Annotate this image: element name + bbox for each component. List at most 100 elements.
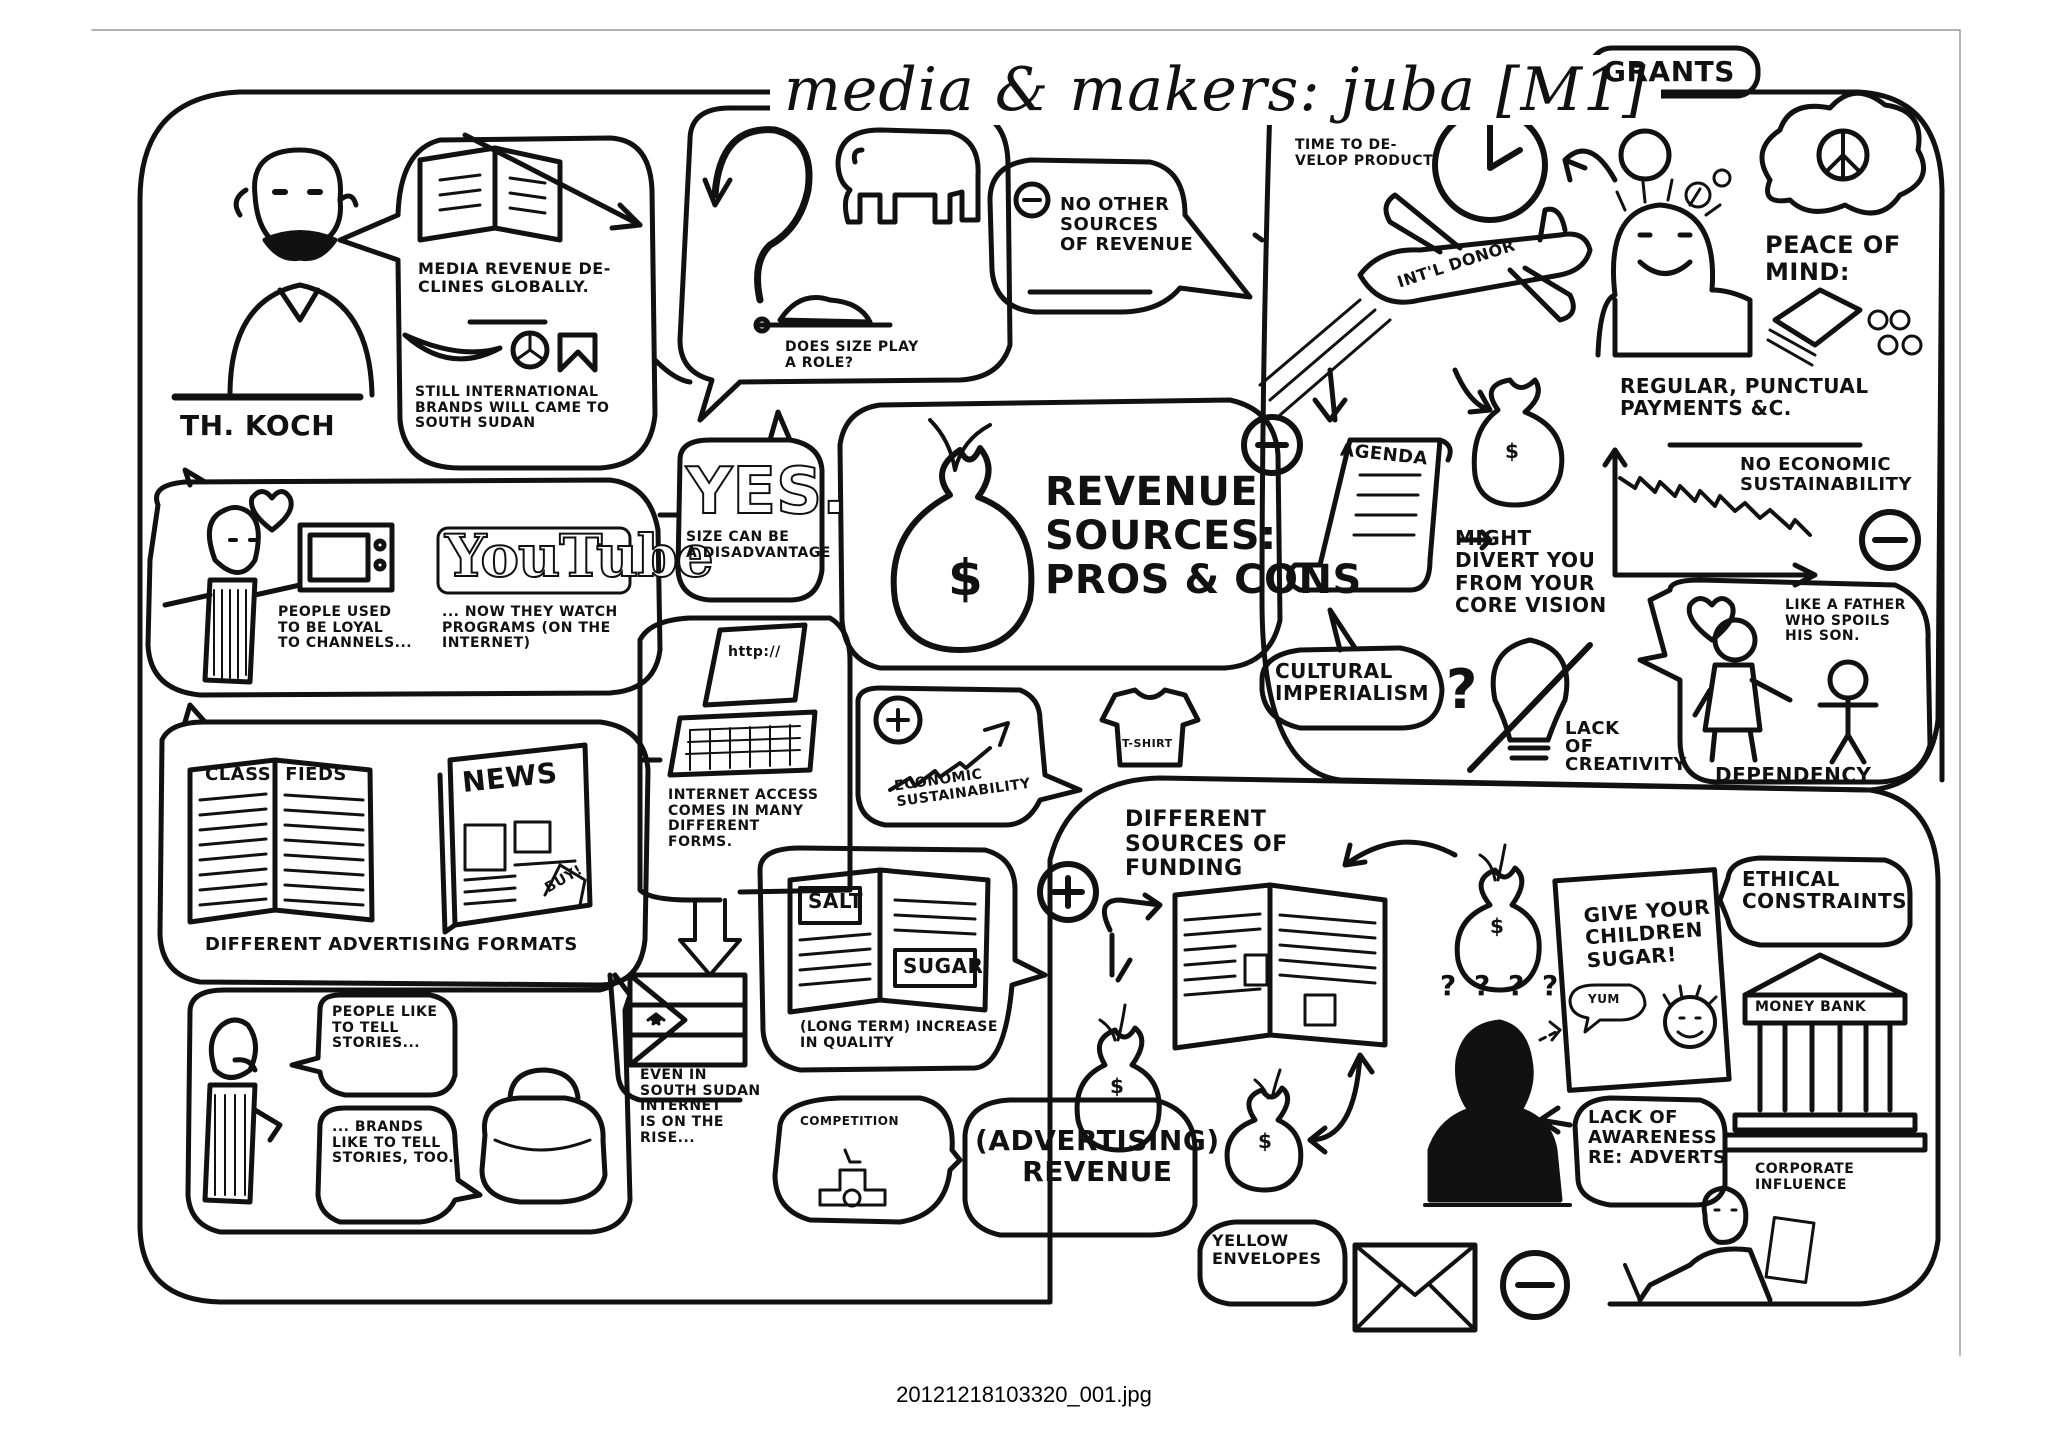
mouse-icon	[777, 295, 873, 325]
advertising-region	[1047, 775, 1941, 1307]
dependency-text: DEPENDENCY	[1715, 763, 1872, 787]
brand-swoosh-icon	[402, 332, 503, 362]
loyal-channels-text: PEOPLE USED TO BE LOYAL TO CHANNELS...	[278, 604, 413, 652]
money-bag-dollar: $	[1258, 1129, 1273, 1153]
silhouette-icon	[1427, 1019, 1563, 1203]
minus-badge-grants	[1241, 414, 1303, 476]
speaker-name: TH. KOCH	[180, 409, 336, 442]
money-bag-dollar: $	[1110, 1074, 1125, 1098]
money-bag-icon	[1074, 1003, 1162, 1153]
yum-text: YUM	[1588, 992, 1620, 1006]
tv-icon	[297, 522, 395, 593]
size-disadvantage-text: SIZE CAN BE A DISADVANTAGE	[686, 529, 831, 561]
declining-chart	[1612, 447, 1813, 578]
classifieds-paper-icon	[187, 757, 375, 925]
south-sudan-flag-icon	[627, 972, 748, 1068]
yellow-envelopes-text: YELLOW ENVELOPES	[1212, 1231, 1322, 1268]
agenda-scroll-icon	[1286, 437, 1443, 593]
like-father-text: LIKE A FATHER WHO SPOILS HIS SON.	[1785, 597, 1906, 645]
brand-flag-icon	[557, 332, 598, 373]
bubble-loyal	[145, 477, 663, 698]
writer-figure	[1623, 1185, 1816, 1303]
laptop-icon	[667, 622, 818, 778]
lack-awareness-text: LACK OF AWARENESS RE: ADVERTS	[1588, 1107, 1727, 1169]
question-marks: ? ? ? ?	[1440, 969, 1563, 1002]
bubble-ethical	[1717, 855, 1913, 948]
internet-rise-text: EVEN IN SOUTH SUDAN INTERNET IS ON THE R…	[640, 1067, 761, 1146]
question-mark: ?	[1446, 658, 1478, 721]
money-bag-dollar: $	[1490, 914, 1505, 938]
tell-stories-text: PEOPLE LIKE TO TELL STORIES...	[332, 1004, 438, 1052]
ad-formats-text: DIFFERENT ADVERTISING FORMATS	[205, 934, 578, 955]
bubble-yes	[675, 437, 825, 603]
bubble-competition	[772, 1095, 963, 1225]
lack-creativity-text: LACK OF CREATIVITY	[1565, 718, 1687, 775]
tshirt-icon	[1099, 687, 1201, 768]
quality-text: (LONG TERM) INCREASE IN QUALITY	[800, 1019, 998, 1051]
storyteller-figure	[202, 1017, 283, 1205]
speaker-figure	[171, 147, 375, 401]
funding-book-icon	[1172, 882, 1388, 1051]
money-bag-icon	[890, 418, 1035, 653]
outer-frame	[137, 89, 1053, 1305]
bubble-yellow-env	[1197, 1219, 1348, 1307]
bubble-tell-2	[315, 1105, 483, 1225]
sugar-label: SUGAR	[903, 954, 984, 978]
bubble-no-other	[987, 157, 1253, 315]
bubble-media-revenue	[337, 135, 658, 471]
lightbulb-icon	[1490, 637, 1570, 743]
classifieds-title: CLASSi FIEDS	[205, 764, 347, 785]
bubble-tell-1	[289, 992, 458, 1098]
grants-region	[1259, 102, 1945, 793]
plus-badge-grants	[1618, 128, 1672, 182]
regular-payments-text: REGULAR, PUNCTUAL PAYMENTS &C.	[1620, 374, 1869, 421]
intl-brands-text: STILL INTERNATIONAL BRANDS WILL CAME TO …	[415, 384, 610, 432]
brands-stories-text: ... BRANDS LIKE TO TELL STORIES, TOO.	[332, 1119, 455, 1167]
filename-caption: 20121218103320_001.jpg	[896, 1382, 1152, 1407]
bubble-ad-formats	[157, 719, 651, 988]
child-face-icon	[1663, 995, 1717, 1049]
money-bank-text: MONEY BANK	[1755, 999, 1867, 1015]
time-develop-text: TIME TO DE- VELOP PRODUCT.	[1295, 137, 1437, 169]
minus-badge-econ	[1859, 509, 1921, 571]
bubble-econ	[855, 685, 1083, 828]
bubble-cultural	[1259, 645, 1445, 731]
airplane-icon	[1258, 192, 1593, 417]
father-figure	[1692, 617, 1793, 763]
corporate-influence-text: CORPORATE INFLUENCE	[1755, 1161, 1855, 1193]
revenue-sources-heading: REVENUE SOURCES: PROS & CONS	[1045, 469, 1362, 603]
salt-label: SALT	[808, 889, 863, 913]
no-other-sources-text: NO OTHER SOURCES OF REVENUE	[1060, 194, 1194, 256]
might-divert-text: MIGHT DIVERT YOU FROM YOUR CORE VISION	[1455, 526, 1607, 618]
sugar-poster	[1552, 867, 1732, 1093]
different-sources-text: DIFFERENT SOURCES OF FUNDING	[1125, 807, 1288, 882]
bank-icon	[1722, 952, 1928, 1153]
tshirt-text: T-SHIRT	[1122, 737, 1173, 750]
bubble-yum	[1568, 983, 1647, 1034]
give-sugar-text: GIVE YOUR CHILDREN SUGAR!	[1582, 894, 1711, 973]
money-bag-icon	[1454, 843, 1542, 993]
size-role-text: DOES SIZE PLAY A ROLE?	[785, 339, 919, 371]
minus-badge-envelopes	[1500, 1250, 1570, 1320]
advertising-revenue-bubble	[962, 1097, 1198, 1238]
bubble-quality	[757, 845, 1048, 1073]
page-title: media & makers: juba [M1]	[770, 55, 1661, 125]
podium-icon	[818, 1168, 887, 1207]
peace-of-mind-text: PEACE OF MIND:	[1765, 231, 1901, 286]
viewer-figure	[162, 505, 303, 685]
bubble-dependency	[1637, 577, 1933, 785]
elephant-icon	[835, 127, 981, 225]
envelope-icon	[1352, 1242, 1478, 1333]
happy-face-icon	[1595, 178, 1753, 358]
cash-stack-icon	[1772, 287, 1863, 348]
newspaper-icon	[437, 742, 593, 935]
cultural-imperialism-text: CULTURAL IMPERIALISM	[1275, 659, 1429, 706]
heart-icon	[1686, 596, 1736, 643]
bubble-size-question	[677, 105, 1013, 423]
media-revenue-text: MEDIA REVENUE DE- CLINES GLOBALLY.	[418, 259, 611, 296]
open-book-icon	[417, 132, 643, 243]
bubble-stories	[185, 972, 633, 1235]
http-text: http://	[728, 644, 781, 660]
